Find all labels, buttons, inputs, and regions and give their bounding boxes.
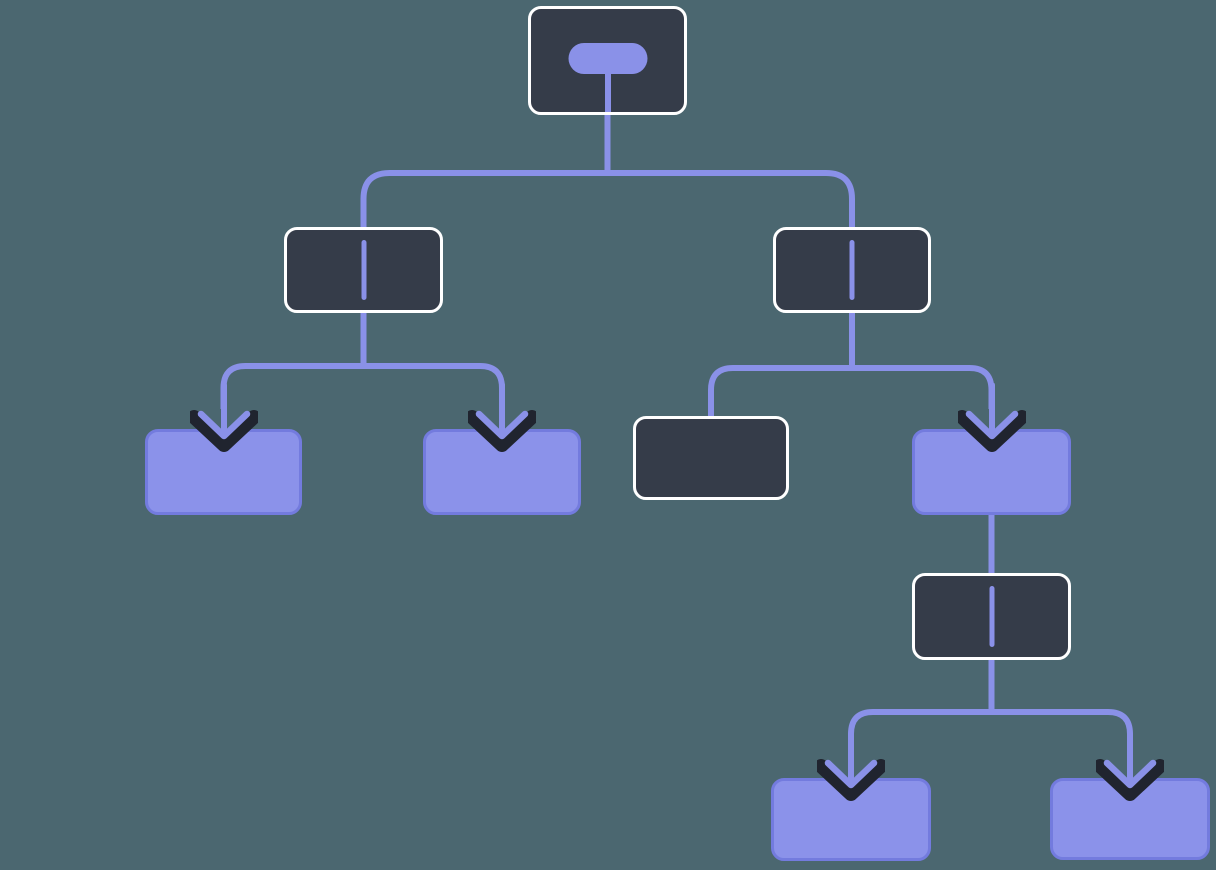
chevron-down-icon [468, 383, 536, 452]
chevron-down-icon [817, 732, 885, 801]
vertical-bar-icon [849, 240, 855, 300]
pass-through-node[interactable] [912, 573, 1071, 660]
connector [604, 113, 855, 230]
pass-through-node[interactable] [773, 227, 931, 313]
connector [708, 311, 855, 419]
branch-node[interactable] [633, 416, 789, 500]
chevron-down-icon [957, 383, 1026, 452]
vertical-bar-icon [989, 586, 994, 647]
root-stem-line [604, 72, 611, 112]
root-node[interactable] [528, 6, 687, 115]
pass-through-node[interactable] [284, 227, 443, 313]
connector [360, 113, 611, 230]
chevron-down-icon [189, 383, 258, 452]
root-pill-icon [568, 43, 647, 74]
chevron-down-icon [1096, 732, 1164, 801]
vertical-bar-icon [361, 240, 366, 300]
